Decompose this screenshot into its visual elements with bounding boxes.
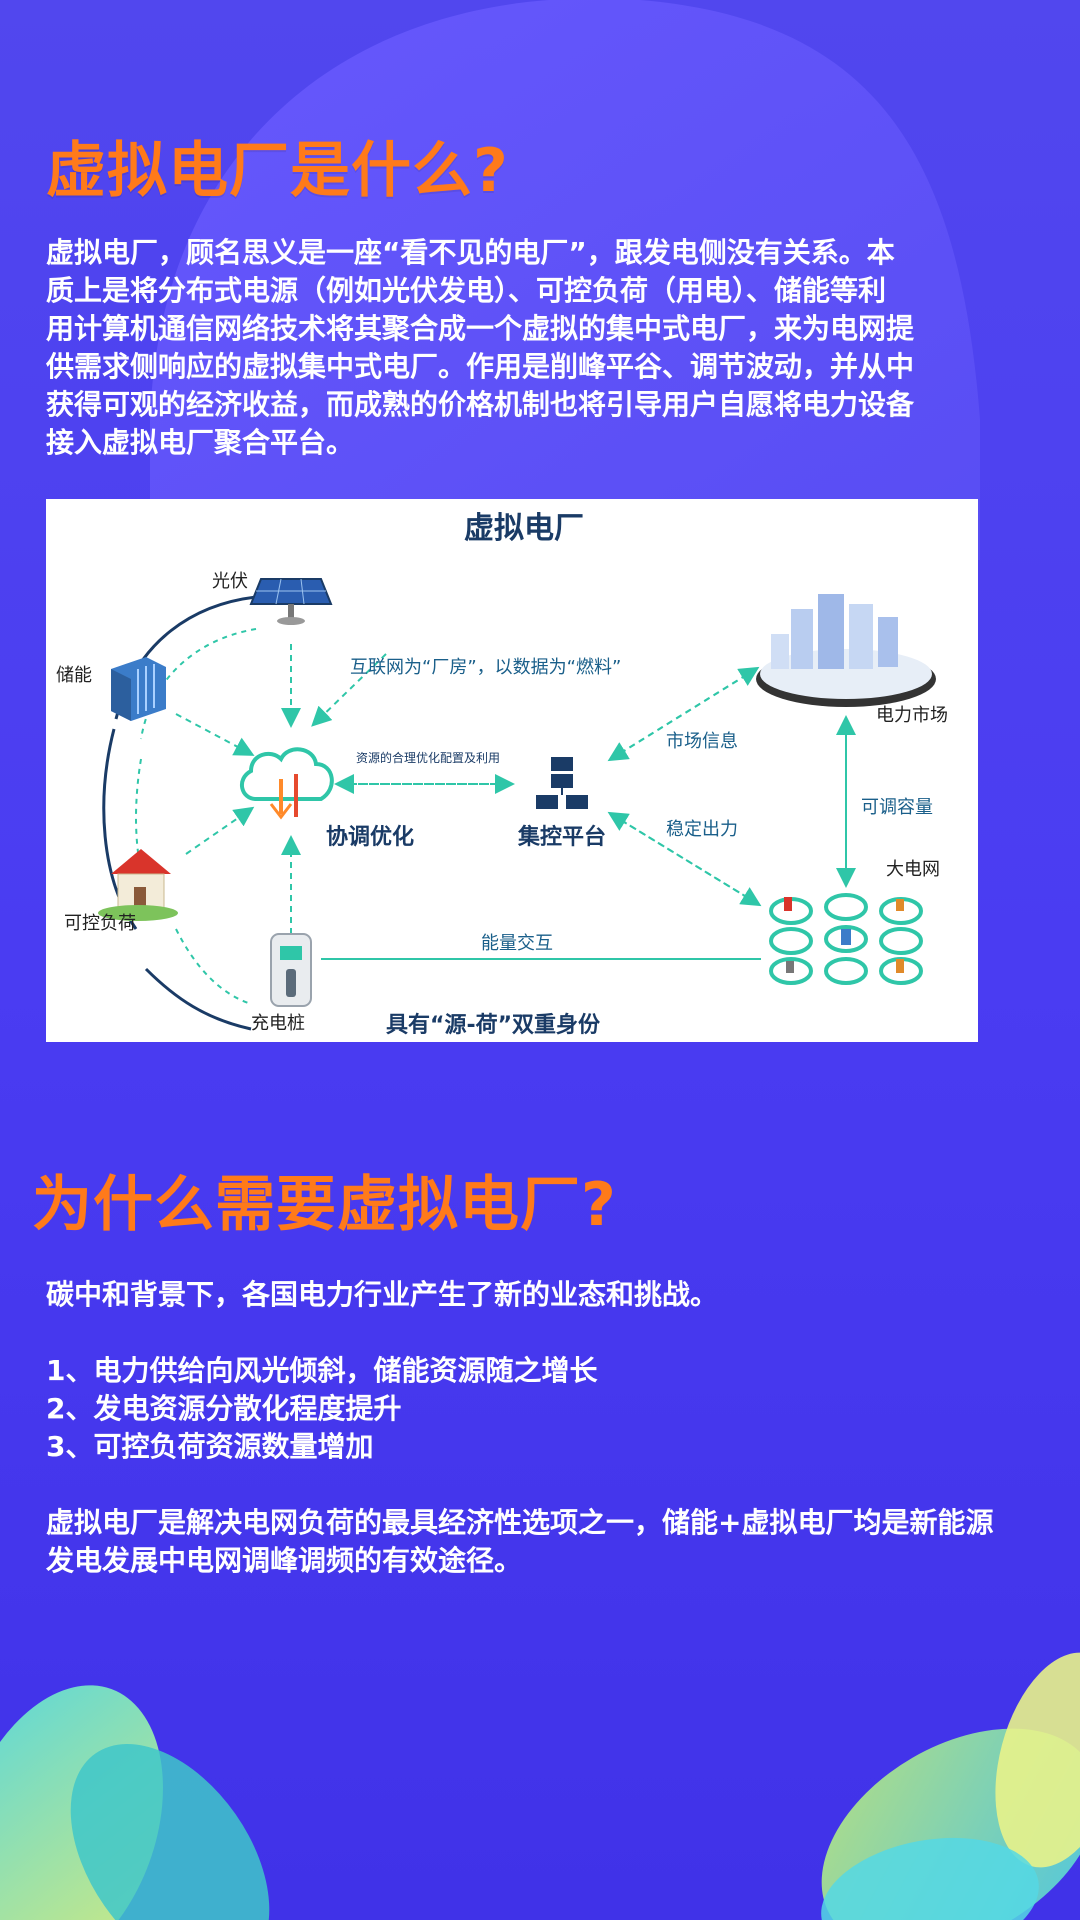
conclusion-line: 发电发展中电网调峰调频的有效途径。	[46, 1544, 523, 1577]
label-charger: 充电桩	[251, 1013, 305, 1034]
arrow-platform-grid	[610, 813, 762, 907]
grid-buildings	[784, 897, 904, 973]
conclusion-line: 虚拟电厂是解决电网负荷的最具经济性选项之一，储能+虚拟电厂均是新能源	[46, 1506, 994, 1539]
list-item: 3、可控负荷资源数量增加	[46, 1430, 374, 1463]
section2-intro: 碳中和背景下，各国电力行业产生了新的业态和挑战。	[46, 1278, 719, 1311]
diagram-graphics	[98, 578, 936, 1031]
label-platform: 集控平台	[518, 825, 607, 850]
section2-content: 碳中和背景下，各国电力行业产生了新的业态和挑战。 1、电力供给向风光倾斜，储能资…	[46, 1276, 1080, 1580]
arrow-load-cloud	[185, 806, 255, 855]
label-storage: 储能	[56, 665, 92, 686]
dashed-arc-3	[175, 928, 252, 1005]
label-bottom: 具有“源-荷”双重身份	[386, 1013, 601, 1038]
house-icon	[98, 849, 178, 921]
arrow-internet-cloud	[311, 653, 387, 727]
paragraph-line: 获得可观的经济收益，而成熟的价格机制也将引导用户自愿将电力设备	[46, 388, 915, 421]
city-icon	[756, 594, 936, 707]
label-grid: 大电网	[886, 859, 940, 880]
grid-icon	[769, 893, 923, 985]
vpp-diagram: 虚拟电厂 光伏 储能 可控负荷 充电桩 互联网为“厂房”，以数据为“燃料” 资源…	[46, 499, 978, 1042]
section1-paragraph: 虚拟电厂，顾名思义是一座“看不见的电厂”，跟发电侧没有关系。本 质上是将分布式电…	[46, 234, 1046, 462]
label-energy: 能量交互	[481, 933, 553, 954]
charger-icon	[270, 933, 312, 1007]
paragraph-line: 供需求侧响应的虚拟集中式电厂。作用是削峰平谷、调节波动，并从中	[46, 350, 915, 383]
server-icon	[536, 757, 588, 809]
arrow-grid-platform	[607, 811, 759, 905]
label-pv: 光伏	[212, 571, 248, 592]
label-adjustable: 可调容量	[861, 797, 933, 818]
label-optimize-note: 资源的合理优化配置及利用	[356, 751, 501, 765]
list-item: 2、发电资源分散化程度提升	[46, 1392, 402, 1425]
label-market-info: 市场信息	[666, 731, 738, 752]
list-item: 1、电力供给向风光倾斜，储能资源随之增长	[46, 1354, 598, 1387]
label-load: 可控负荷	[64, 913, 136, 934]
diagram-title: 虚拟电厂	[464, 511, 584, 546]
label-stable-output: 稳定出力	[666, 819, 738, 840]
paragraph-line: 质上是将分布式电源（例如光伏发电）、可控负荷（用电）、储能等利	[46, 274, 887, 307]
arc-load-charger	[144, 967, 252, 1031]
cloud-icon	[240, 747, 334, 820]
section2-title: 为什么需要虚拟电厂?	[32, 1170, 617, 1240]
label-market: 电力市场	[876, 705, 948, 726]
arrow-storage-cloud	[175, 713, 255, 756]
section1-title: 虚拟电厂是什么?	[46, 136, 509, 206]
dashed-arc-1	[140, 628, 257, 740]
paragraph-line: 虚拟电厂，顾名思义是一座“看不见的电厂”，跟发电侧没有关系。本	[46, 236, 895, 269]
storage-building-icon	[111, 657, 166, 721]
label-internet: 互联网为“厂房”，以数据为“燃料”	[350, 657, 622, 678]
paragraph-line: 接入虚拟电厂聚合平台。	[46, 426, 355, 459]
label-coordinate: 协调优化	[326, 825, 415, 850]
solar-panel-icon	[249, 578, 333, 625]
paragraph-line: 用计算机通信网络技术将其聚合成一个虚拟的集中式电厂，来为电网提	[46, 312, 915, 345]
